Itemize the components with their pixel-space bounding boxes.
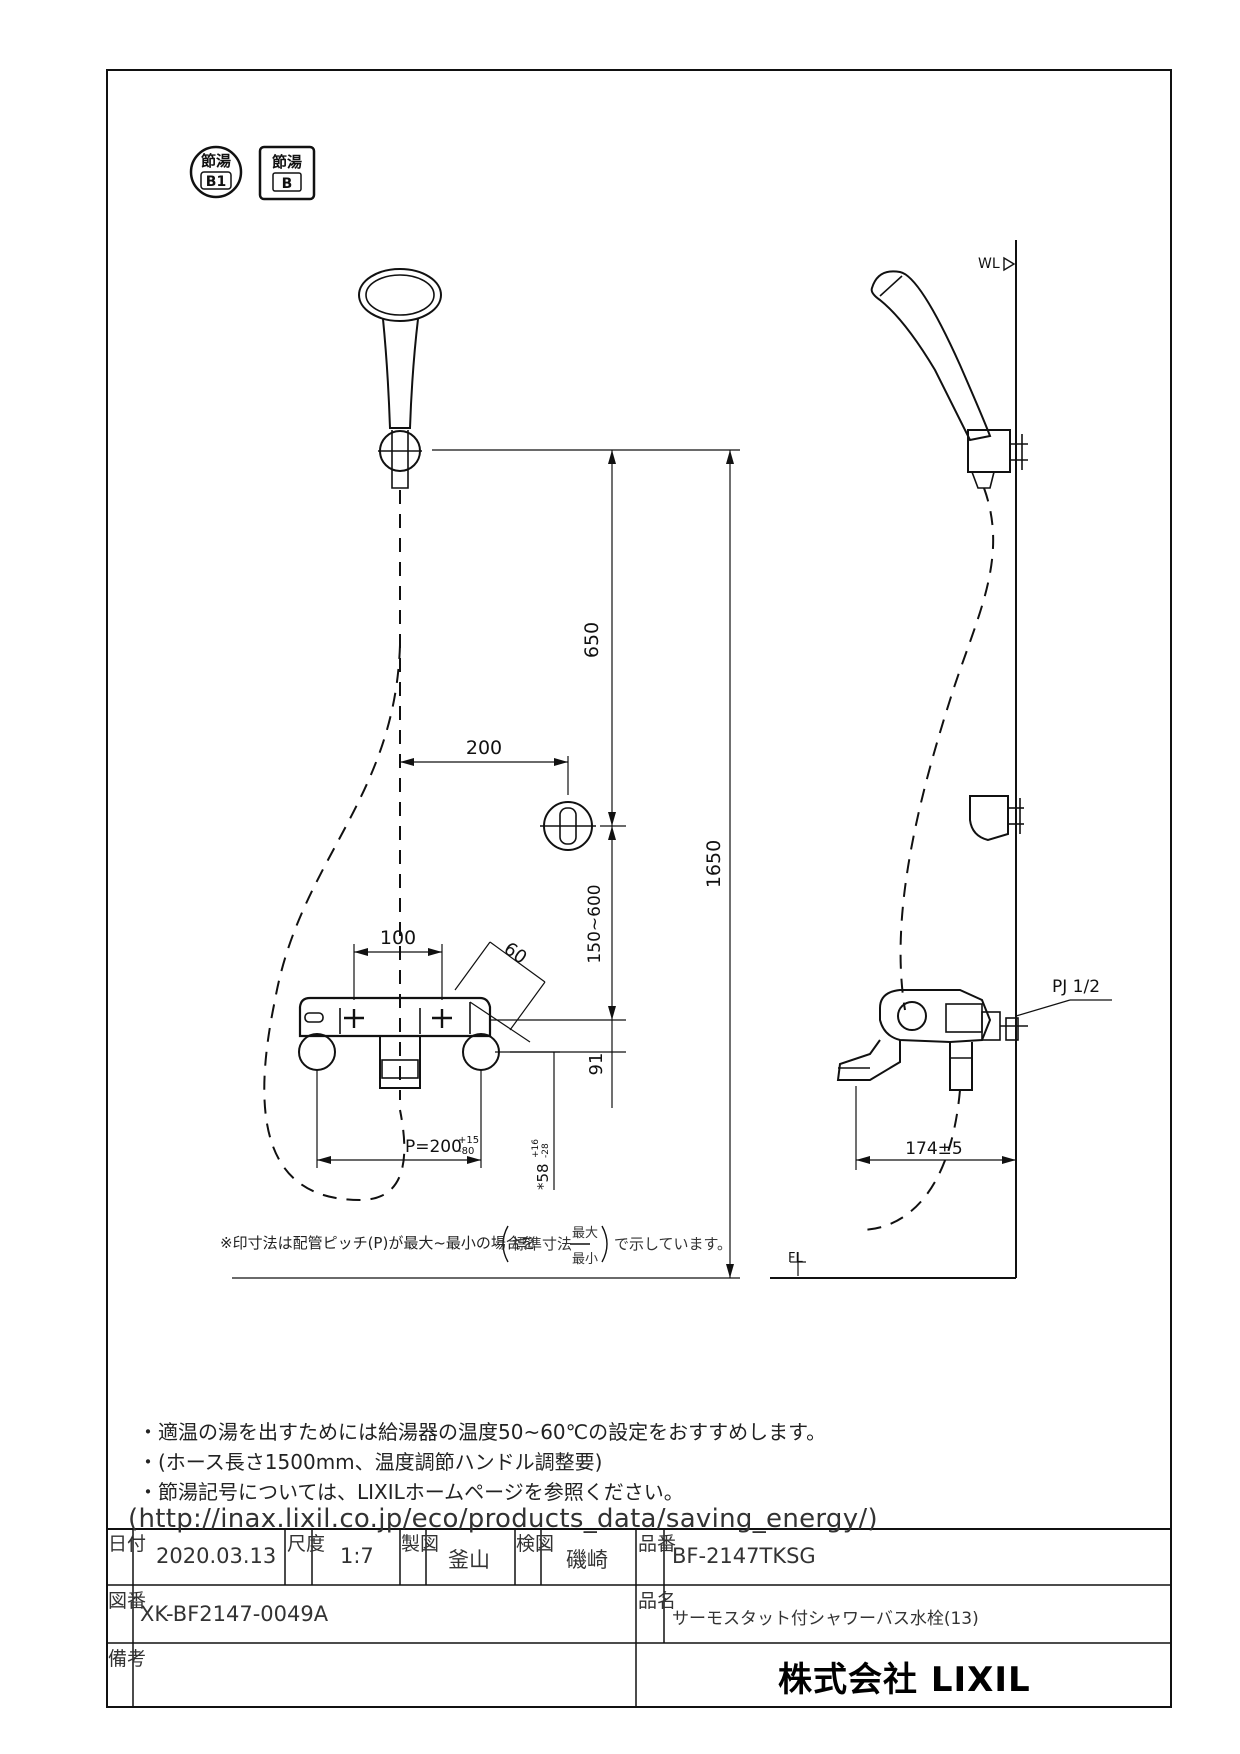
dim-650: 650 [581, 622, 603, 658]
badge1-bottom-text: B1 [206, 174, 226, 190]
slide-holder-side [969, 795, 1024, 842]
badge-b: 節湯 B [258, 145, 316, 201]
value-drawing-no: XK-BF2147-0049A [140, 1602, 329, 1626]
dim-91: 91 [586, 1053, 607, 1076]
dim-pitch-tol-upper: +15 [458, 1135, 479, 1146]
value-date: 2020.03.13 [156, 1544, 277, 1568]
value-scale: 1:7 [340, 1544, 374, 1568]
shower-holder-side [967, 429, 1028, 489]
value-checked: 磯崎 [566, 1548, 608, 1572]
badge2-bottom-text: B [282, 176, 293, 192]
dim-58-tol-upper: +16 [531, 1139, 541, 1158]
footnote-max: 最大 [572, 1226, 599, 1241]
footnote-min: 最小 [572, 1252, 599, 1267]
shower-holder-front [378, 430, 422, 489]
note-1: ・適温の湯を出すためには給湯器の温度50~60℃の設定をおすすめします。 [138, 1420, 827, 1444]
company-logo: 株式会社 LIXIL [778, 1660, 1031, 1700]
slide-holder-front [540, 801, 596, 851]
dim-pitch-tol-lower: -80 [458, 1146, 474, 1157]
label-date: 日付 [108, 1533, 147, 1555]
side-view [770, 240, 1028, 1279]
label-drawn: 製図 [401, 1533, 440, 1555]
dim-60: 60 [500, 938, 531, 968]
saving-energy-url: (http://inax.lixil.co.jp/eco/products_da… [128, 1504, 878, 1534]
label-name: 品名 [638, 1590, 677, 1612]
note-2: ・(ホース長さ1500mm、温度調節ハンドル調整要) [138, 1450, 603, 1474]
label-scale: 尺度 [287, 1533, 326, 1555]
side-dimensions [790, 999, 1112, 1276]
front-dimensions [232, 449, 740, 1279]
dim-100: 100 [380, 927, 416, 949]
badge-b1: 節湯 B1 [189, 145, 243, 199]
arrowheads [317, 450, 734, 1278]
dim-58: *58 [534, 1163, 552, 1190]
dim-pitch: P=200 [405, 1137, 462, 1157]
label-wl: WL [978, 256, 1000, 272]
label-drawing-no: 図番 [108, 1590, 147, 1612]
drawing-frame [106, 69, 1172, 1708]
dim-150-600: 150~600 [585, 884, 605, 963]
dim-200: 200 [466, 737, 502, 759]
side-arrowheads [856, 1156, 1016, 1164]
footnote-suffix: で示しています。 [614, 1235, 733, 1253]
note-3: ・節湯記号については、LIXILホームページを参照ください。 [138, 1480, 684, 1504]
dim-1650: 1650 [703, 840, 725, 888]
badge1-top-text: 節湯 [201, 152, 231, 170]
label-remarks: 備考 [108, 1648, 147, 1670]
shower-head-front [358, 268, 442, 429]
label-checked: 検図 [516, 1533, 555, 1555]
dim-58-tol-lower: -28 [541, 1143, 551, 1158]
front-view [263, 268, 596, 1202]
value-part-no: BF-2147TKSG [672, 1544, 816, 1568]
dim-174: 174±5 [905, 1139, 963, 1159]
title-block [107, 1528, 1171, 1707]
badge2-top-text: 節湯 [272, 153, 302, 171]
faucet-body-side [836, 989, 1028, 1091]
shower-head-side [870, 270, 992, 442]
label-fl: FL [788, 1251, 803, 1266]
label-part-no: 品番 [638, 1533, 677, 1555]
value-drawn: 釜山 [448, 1548, 490, 1572]
footnote: ※印寸法は配管ピッチ(P)が最大~最小の場合を [220, 1232, 536, 1253]
footnote-std: 標準寸法 [512, 1235, 573, 1253]
value-name: サーモスタット付シャワーバス水栓(13) [672, 1609, 979, 1629]
footnote-bracket [502, 1225, 608, 1263]
label-pj: PJ 1/2 [1052, 977, 1100, 997]
footnote-prefix: ※印寸法は配管ピッチ(P)が最大~最小の場合を [220, 1234, 536, 1252]
